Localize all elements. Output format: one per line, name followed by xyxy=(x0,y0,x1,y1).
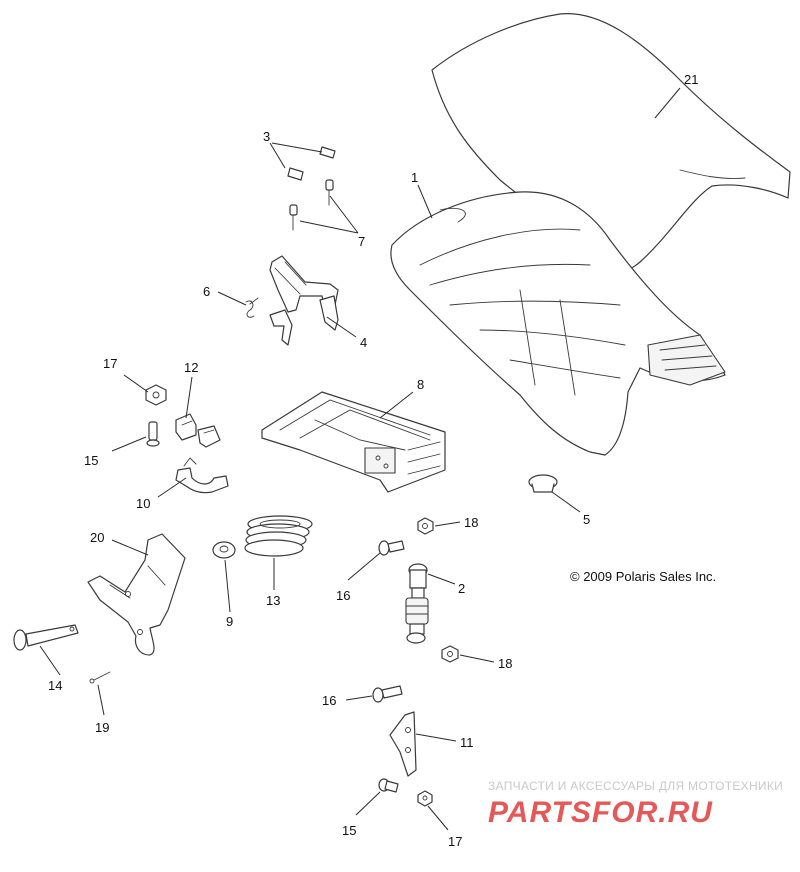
part-15-bolt-left xyxy=(146,421,160,447)
part-18-nut-lower xyxy=(441,645,459,663)
callout-11: 11 xyxy=(460,735,474,750)
part-1-seat-base xyxy=(390,191,726,456)
part-7-push-rivets xyxy=(289,179,334,231)
part-6-spring xyxy=(245,297,259,318)
callout-17-bottom: 17 xyxy=(448,834,462,849)
callout-20: 20 xyxy=(90,530,104,545)
part-16-bolt-lower xyxy=(372,685,403,703)
callout-3: 3 xyxy=(263,129,270,144)
callout-labels: 21 1 3 7 6 4 17 12 8 15 10 5 20 18 2 16 … xyxy=(48,72,698,849)
part-16-bolt-upper xyxy=(378,540,405,556)
callout-2: 2 xyxy=(458,581,465,596)
callout-12: 12 xyxy=(184,360,198,375)
part-19-cotter-pin xyxy=(89,671,111,684)
callout-18-lower: 18 xyxy=(498,656,512,671)
part-5-grommet xyxy=(528,474,558,493)
copyright-notice: © 2009 Polaris Sales Inc. xyxy=(570,569,716,584)
callout-4: 4 xyxy=(360,335,367,350)
callout-18-upper: 18 xyxy=(464,515,478,530)
callout-9: 9 xyxy=(226,614,233,629)
part-17-nut-bottom xyxy=(417,790,433,807)
part-20-mount-bracket xyxy=(87,533,186,656)
part-14-clevis-pin xyxy=(13,624,79,651)
callout-21: 21 xyxy=(684,72,698,87)
watermark-tagline: ЗАПЧАСТИ И АКСЕССУАРЫ ДЛЯ МОТОТЕХНИКИ xyxy=(488,779,783,793)
part-3-tabs xyxy=(287,146,336,181)
callout-16-upper: 16 xyxy=(336,588,350,603)
part-11-lower-bracket xyxy=(389,711,417,777)
callout-5: 5 xyxy=(583,512,590,527)
part-10-bracket xyxy=(175,457,229,494)
watermark-logo: PARTSFOR.RU xyxy=(488,796,713,829)
part-9-bushing xyxy=(212,541,236,559)
watermark: ЗАПЧАСТИ И АКСЕССУАРЫ ДЛЯ МОТОТЕХНИКИ PA… xyxy=(488,779,783,829)
part-15-bolt-bottom xyxy=(378,778,399,793)
callout-6: 6 xyxy=(203,284,210,299)
callout-15-bottom: 15 xyxy=(342,823,356,838)
callout-8: 8 xyxy=(417,377,424,392)
callout-1: 1 xyxy=(411,170,418,185)
part-13-coil-spring xyxy=(244,515,313,557)
callout-15-left: 15 xyxy=(84,453,98,468)
part-2-shock-absorber xyxy=(405,563,429,644)
part-12-clips xyxy=(175,413,221,448)
part-18-nut-upper xyxy=(417,517,434,535)
callout-13: 13 xyxy=(266,593,280,608)
leader-lines xyxy=(39,87,681,831)
callout-7: 7 xyxy=(358,234,365,249)
part-8-tray xyxy=(261,391,446,493)
callout-16-lower: 16 xyxy=(322,693,336,708)
part-4-latch xyxy=(269,255,339,346)
callout-10: 10 xyxy=(136,496,150,511)
part-17-nut-top xyxy=(145,384,167,406)
callout-17-top: 17 xyxy=(103,356,117,371)
callout-14: 14 xyxy=(48,678,62,693)
callout-19: 19 xyxy=(95,720,109,735)
